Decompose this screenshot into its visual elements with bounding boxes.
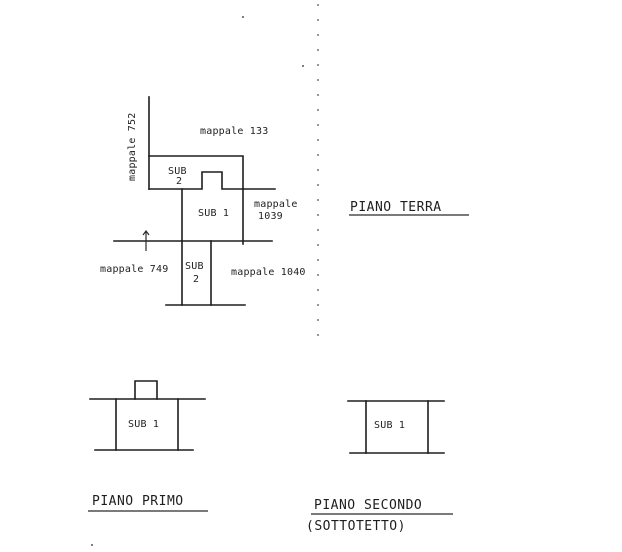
label-sub1-first: SUB 1 <box>128 419 159 430</box>
label-mappale-133: mappale 133 <box>200 126 268 137</box>
label-mappale-749: mappale 749 <box>100 264 168 275</box>
label-sub2-bottom: SUB <box>185 261 204 272</box>
label-sub2-top: SUB <box>168 166 187 177</box>
label-sub1-ground: SUB 1 <box>198 208 229 219</box>
label-sub2-top-number: 2 <box>176 176 182 187</box>
ink-speck <box>242 16 244 18</box>
label-sub2-bottom-number: 2 <box>193 274 199 285</box>
label-mappale-1040: mappale 1040 <box>231 267 306 278</box>
ground-floor-plan: mappale 752 mappale 133 SUB 2 SUB 1 mapp… <box>100 96 469 306</box>
label-mappale-1039: mappale <box>254 199 298 210</box>
ink-speck <box>91 544 93 546</box>
sub2-upper-outline <box>148 155 244 245</box>
ink-speck <box>302 65 304 67</box>
arrow-head <box>142 230 150 236</box>
label-sub1-second: SUB 1 <box>374 420 405 431</box>
first-floor-plan: SUB 1 PIANO PRIMO <box>88 380 208 512</box>
sub1-notch-outline <box>148 188 183 242</box>
label-mappale-1039-number: 1039 <box>258 211 283 222</box>
second-floor-plan: SUB 1 PIANO SECONDO (SOTTOTETTO) <box>306 400 453 534</box>
label-mappale-752: mappale 752 <box>127 113 138 181</box>
title-piano-terra: PIANO TERRA <box>350 200 442 215</box>
subtitle-sottotetto: (SOTTOTETTO) <box>306 519 406 534</box>
roof-notch <box>134 380 158 400</box>
sub1-notch <box>181 171 244 190</box>
title-piano-primo: PIANO PRIMO <box>92 494 184 509</box>
title-piano-secondo: PIANO SECONDO <box>314 498 422 513</box>
